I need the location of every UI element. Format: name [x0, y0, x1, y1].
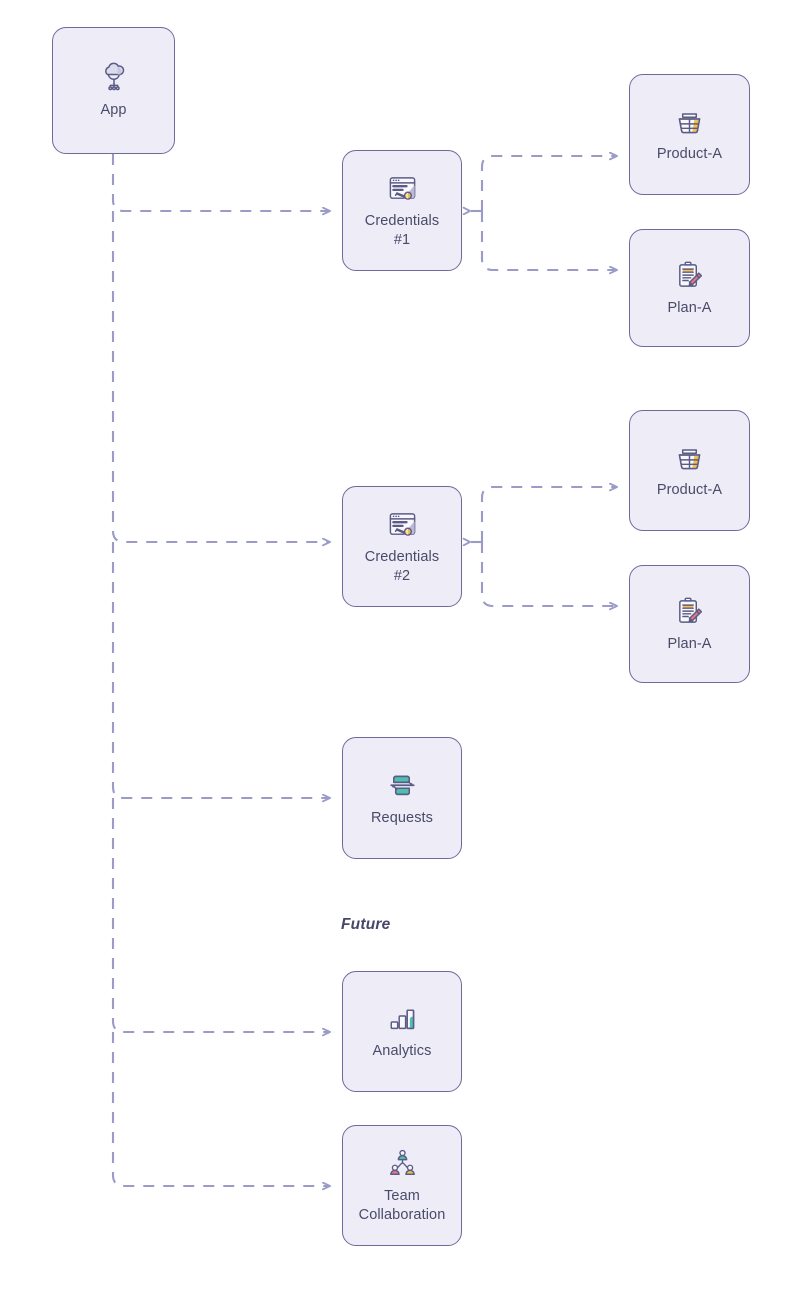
edge-credentials-1-to-plan-a: [480, 211, 617, 270]
requests-sync-icon: [385, 769, 419, 803]
node-team-collaboration[interactable]: Team Collaboration: [342, 1125, 462, 1246]
edge-app-to-credentials-2: [111, 211, 330, 542]
clipboard-pencil-icon: [673, 595, 707, 629]
node-label: Plan-A: [667, 635, 712, 652]
bar-chart-icon: [385, 1002, 419, 1036]
edge-credentials-2-to-plan-a: [480, 542, 617, 606]
basket-icon: [673, 441, 707, 475]
edge-app-to-analytics: [111, 798, 330, 1032]
credentials-key-icon: [385, 508, 419, 542]
edge-credentials-1-to-product-a: [480, 156, 617, 211]
clipboard-pencil-icon: [673, 259, 707, 293]
node-credentials-1[interactable]: Credentials #1: [342, 150, 462, 271]
node-plan-a-2[interactable]: Plan-A: [629, 565, 750, 683]
cloud-app-icon: [97, 61, 131, 95]
node-app[interactable]: App: [52, 27, 175, 154]
edge-app-to-requests: [111, 542, 330, 798]
node-label: Team Collaboration: [358, 1187, 446, 1223]
node-product-a-1[interactable]: Product-A: [629, 74, 750, 195]
edge-credentials-2-to-product-a: [480, 487, 617, 542]
node-label: Credentials #1: [364, 212, 440, 248]
node-requests[interactable]: Requests: [342, 737, 462, 859]
node-label: Product-A: [656, 482, 723, 499]
future-section-label: Future: [341, 916, 391, 933]
node-label: App: [100, 102, 127, 119]
node-analytics[interactable]: Analytics: [342, 971, 462, 1092]
node-plan-a-1[interactable]: Plan-A: [629, 229, 750, 347]
node-label: Plan-A: [667, 299, 712, 316]
node-product-a-2[interactable]: Product-A: [629, 410, 750, 531]
node-label: Product-A: [656, 146, 723, 163]
node-credentials-2[interactable]: Credentials #2: [342, 486, 462, 607]
edge-app-to-team: [111, 1032, 330, 1186]
node-label: Credentials #2: [364, 548, 440, 584]
basket-icon: [673, 105, 707, 139]
team-people-icon: [385, 1147, 419, 1181]
node-label: Analytics: [372, 1043, 432, 1060]
node-label: Requests: [370, 809, 434, 826]
credentials-key-icon: [385, 172, 419, 206]
edge-app-to-credentials-1: [111, 154, 330, 211]
